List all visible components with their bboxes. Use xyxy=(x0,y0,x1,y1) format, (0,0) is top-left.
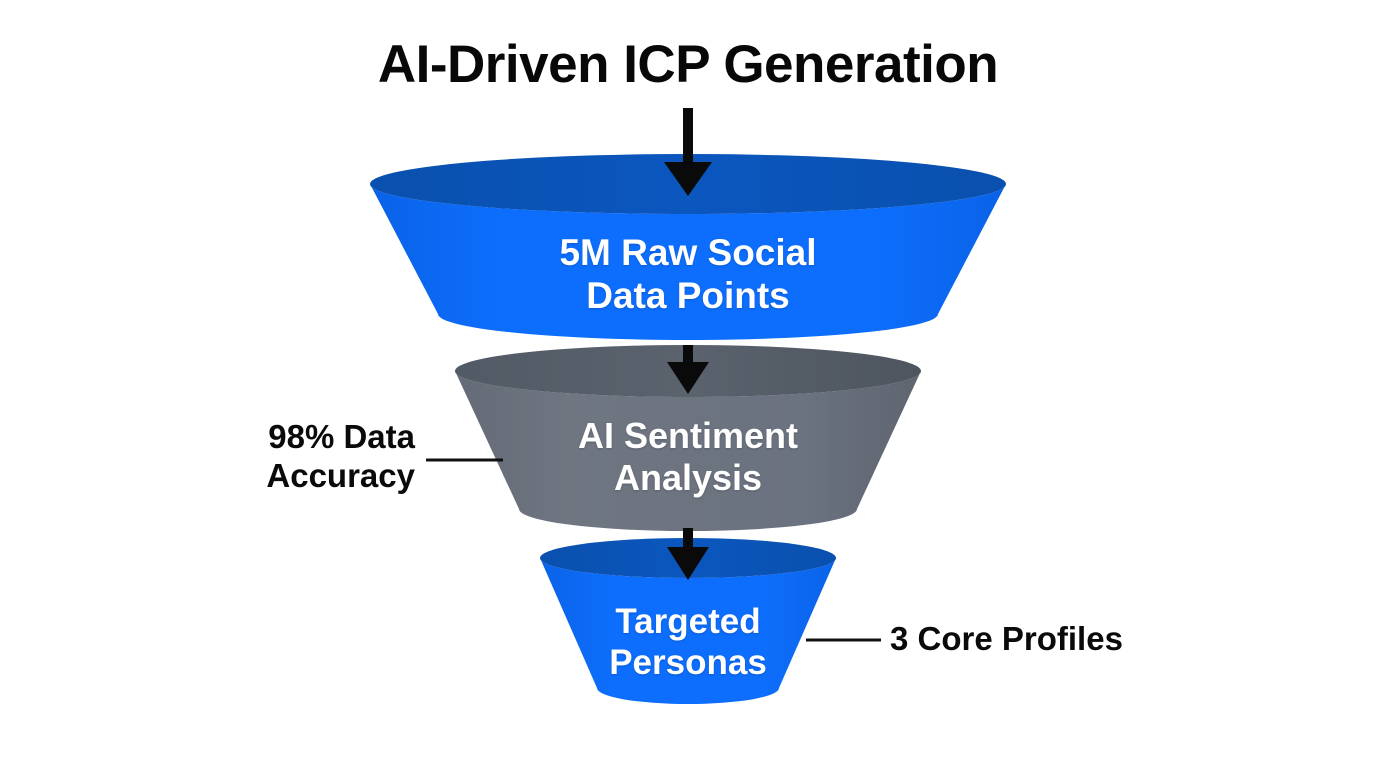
flow-arrow-stage-1-to-stage-2 xyxy=(667,345,709,394)
flow-arrow-stage-2-to-stage-3 xyxy=(667,528,709,580)
funnel-stage-2-body xyxy=(455,371,921,531)
annotation-core-profiles: 3 Core Profiles xyxy=(890,620,1123,657)
page-title: AI-Driven ICP Generation xyxy=(377,35,999,94)
flow-arrow-title-to-stage-1 xyxy=(664,108,712,196)
funnel-stage-1-body xyxy=(370,184,1006,340)
funnel-stage-3-body xyxy=(540,558,836,704)
annotation-data-accuracy: 98% Data Accuracy xyxy=(266,418,415,494)
